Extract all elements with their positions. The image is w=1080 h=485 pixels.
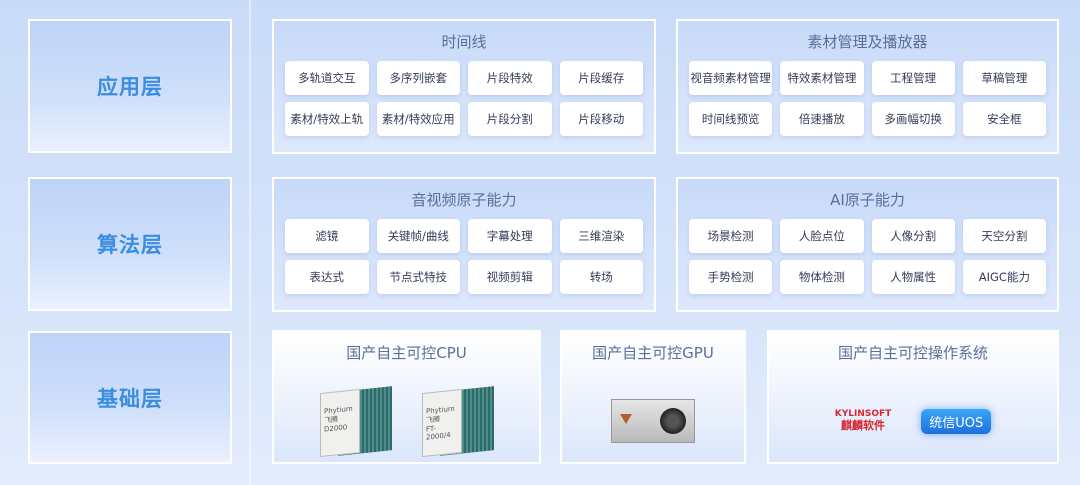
feature-chip[interactable]: 片段缓存 (559, 61, 643, 95)
panel-timeline: 时间线多轨道交互多序列嵌套片段特效片段缓存素材/特效上轨素材/特效应用片段分割片… (272, 19, 656, 154)
panel-title: 国产自主可控GPU (592, 344, 714, 362)
feature-chip[interactable]: 表达式 (285, 260, 369, 294)
panel-title: 国产自主可控CPU (346, 344, 467, 362)
feature-chip[interactable]: 片段移动 (559, 102, 643, 136)
feature-chip[interactable]: 安全框 (962, 102, 1046, 136)
feature-chip[interactable]: 字幕处理 (468, 219, 552, 253)
feature-chip[interactable]: 手势检测 (689, 260, 773, 294)
feature-chip[interactable]: 多序列嵌套 (376, 61, 460, 95)
layer-base: 基础层 (28, 331, 232, 464)
panel-title: 时间线 (441, 33, 487, 51)
panel-assets-player: 素材管理及播放器视音频素材管理特效素材管理工程管理草稿管理时间线预览倍速播放多画… (676, 19, 1059, 154)
layer-algorithm: 算法层 (28, 177, 232, 311)
feature-chip[interactable]: 视频剪辑 (468, 260, 552, 294)
panel-title: 音视频原子能力 (411, 191, 517, 209)
feature-chip[interactable]: 关键帧/曲线 (376, 219, 460, 253)
feature-chip[interactable]: 人像分割 (871, 219, 955, 253)
feature-chip[interactable]: 三维渲染 (559, 219, 643, 253)
gpu-card-image (611, 399, 695, 443)
layer-label: 基础层 (97, 386, 163, 411)
feature-chip[interactable]: 素材/特效应用 (376, 102, 460, 136)
panel-title: AI原子能力 (830, 191, 905, 209)
panel-av-atomic: 音视频原子能力滤镜关键帧/曲线字幕处理三维渲染表达式节点式特技视频剪辑转场 (272, 177, 656, 312)
feature-chip[interactable]: 片段特效 (468, 61, 552, 95)
panel-title: 素材管理及播放器 (807, 33, 928, 51)
feature-chip[interactable]: 草稿管理 (962, 61, 1046, 95)
feature-chip[interactable]: 工程管理 (871, 61, 955, 95)
feature-chip[interactable]: 人脸点位 (780, 219, 864, 253)
uos-logo: 统信UOS (921, 408, 992, 434)
layer-application: 应用层 (28, 19, 232, 153)
feature-chip[interactable]: 节点式特技 (376, 260, 460, 294)
feature-chip[interactable]: 多画幅切换 (871, 102, 955, 136)
feature-chip[interactable]: 片段分割 (468, 102, 552, 136)
feature-chip[interactable]: 场景检测 (689, 219, 773, 253)
feature-chip[interactable]: 天空分割 (962, 219, 1046, 253)
feature-chip[interactable]: 滤镜 (285, 219, 369, 253)
panel-title: 国产自主可控操作系统 (837, 344, 988, 362)
feature-chip[interactable]: 物体检测 (780, 260, 864, 294)
feature-chip[interactable]: AIGC能力 (962, 260, 1046, 294)
feature-chip[interactable]: 时间线预览 (689, 102, 773, 136)
layer-label: 应用层 (97, 75, 163, 99)
feature-chip[interactable]: 多轨道交互 (285, 61, 369, 95)
layer-label: 算法层 (97, 233, 163, 257)
column-divider (249, 0, 251, 485)
feature-chip[interactable]: 特效素材管理 (780, 61, 864, 95)
cpu-model: FT-2000/4 (425, 424, 451, 442)
panel-gpu: 国产自主可控GPU (560, 330, 746, 464)
feature-chip[interactable]: 转场 (559, 260, 643, 294)
feature-chip[interactable]: 倍速播放 (780, 102, 864, 136)
feature-chip[interactable]: 视音频素材管理 (689, 61, 773, 95)
feature-chip[interactable]: 素材/特效上轨 (285, 102, 369, 136)
feature-chip[interactable]: 人物属性 (871, 260, 955, 294)
